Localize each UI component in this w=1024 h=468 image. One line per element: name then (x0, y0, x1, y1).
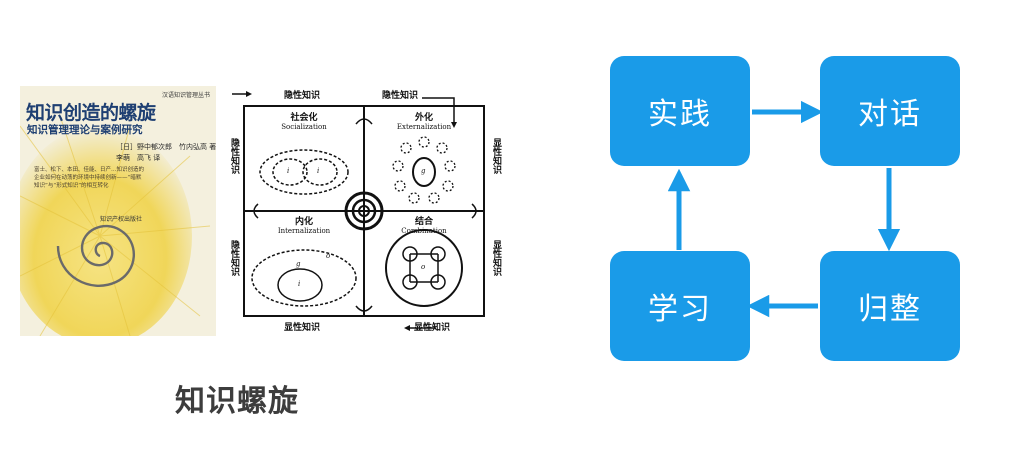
internalization-graphic (251, 249, 357, 307)
bottom-left-explicit-label: 显性知识 (284, 323, 321, 333)
externalization-graphic (392, 136, 456, 204)
socialization-title-cn: 社会化 (290, 113, 318, 123)
book-title: 知识创造的螺旋 (26, 102, 156, 124)
book-series: 汉语知识管理丛书 (161, 92, 210, 99)
socialization-mark-left: i (287, 167, 290, 175)
cycle-node-practice: 实践 (610, 56, 750, 166)
cycle-node-summarize: 归整 (820, 251, 960, 361)
socialization-title-en: Socialization (281, 123, 327, 131)
internalization-mark-individual: i (298, 280, 301, 288)
top-left-tacit-label: 隐性知识 (284, 91, 321, 101)
top-right-tacit-label: 隐性知识 (382, 91, 419, 101)
cycle-node-learn: 学习 (610, 251, 750, 361)
caption: 知识螺旋 (175, 384, 299, 419)
seci-diagram: 隐性知识 隐性知识 显性知识 显性知识 隐性知识 隐性知识 显性知识 显性知识 … (226, 80, 516, 340)
left-bottom-tacit-label: 隐性知识 (229, 240, 239, 276)
cycle-node-dialogue: 对话 (820, 56, 960, 166)
book-subtitle: 知识管理理论与案例研究 (27, 124, 143, 136)
book-publisher: 知识产权出版社 (100, 216, 143, 223)
externalization-title-en: Externalization (396, 123, 452, 131)
spiral-icon (344, 191, 384, 231)
combination-title-cn: 结合 (414, 217, 433, 227)
combination-graphic (385, 229, 463, 307)
book-blurb: 富士、松下、本田、佳能、日产…知识创造的企业如何在动荡的环境中持续创新——“暗默… (34, 167, 145, 189)
internalization-title-cn: 内化 (294, 217, 313, 227)
right-bottom-explicit-label: 显性知识 (491, 240, 501, 276)
combination-mark-org: o (421, 263, 426, 271)
externalization-title-cn: 外化 (414, 113, 433, 123)
book-authors-line1: ［日］野中郁次郎 竹内弘高 著 (116, 143, 216, 151)
combination-title-en: Combination (401, 227, 447, 235)
book-cover-art (20, 86, 216, 336)
internalization-mark-group: g (296, 260, 301, 268)
internalization-mark-org: o (326, 252, 331, 260)
right-top-explicit-label: 显性知识 (491, 138, 501, 174)
bottom-right-explicit-label: 显性知识 (414, 323, 451, 333)
socialization-graphic (259, 149, 349, 195)
seci-diagram-graphics (232, 91, 485, 331)
internalization-title-en: Internalization (277, 227, 331, 235)
book-authors-line2: 李萌 高飞 译 (116, 154, 161, 162)
left-top-tacit-label: 隐性知识 (229, 138, 239, 174)
book-cover: 汉语知识管理丛书 知识创造的螺旋 知识管理理论与案例研究 ［日］野中郁次郎 竹内… (20, 86, 216, 336)
socialization-mark-right: i (317, 167, 320, 175)
book-authors: ［日］野中郁次郎 竹内弘高 著 李萌 高飞 译 (116, 142, 216, 164)
externalization-mark: g (421, 167, 426, 175)
